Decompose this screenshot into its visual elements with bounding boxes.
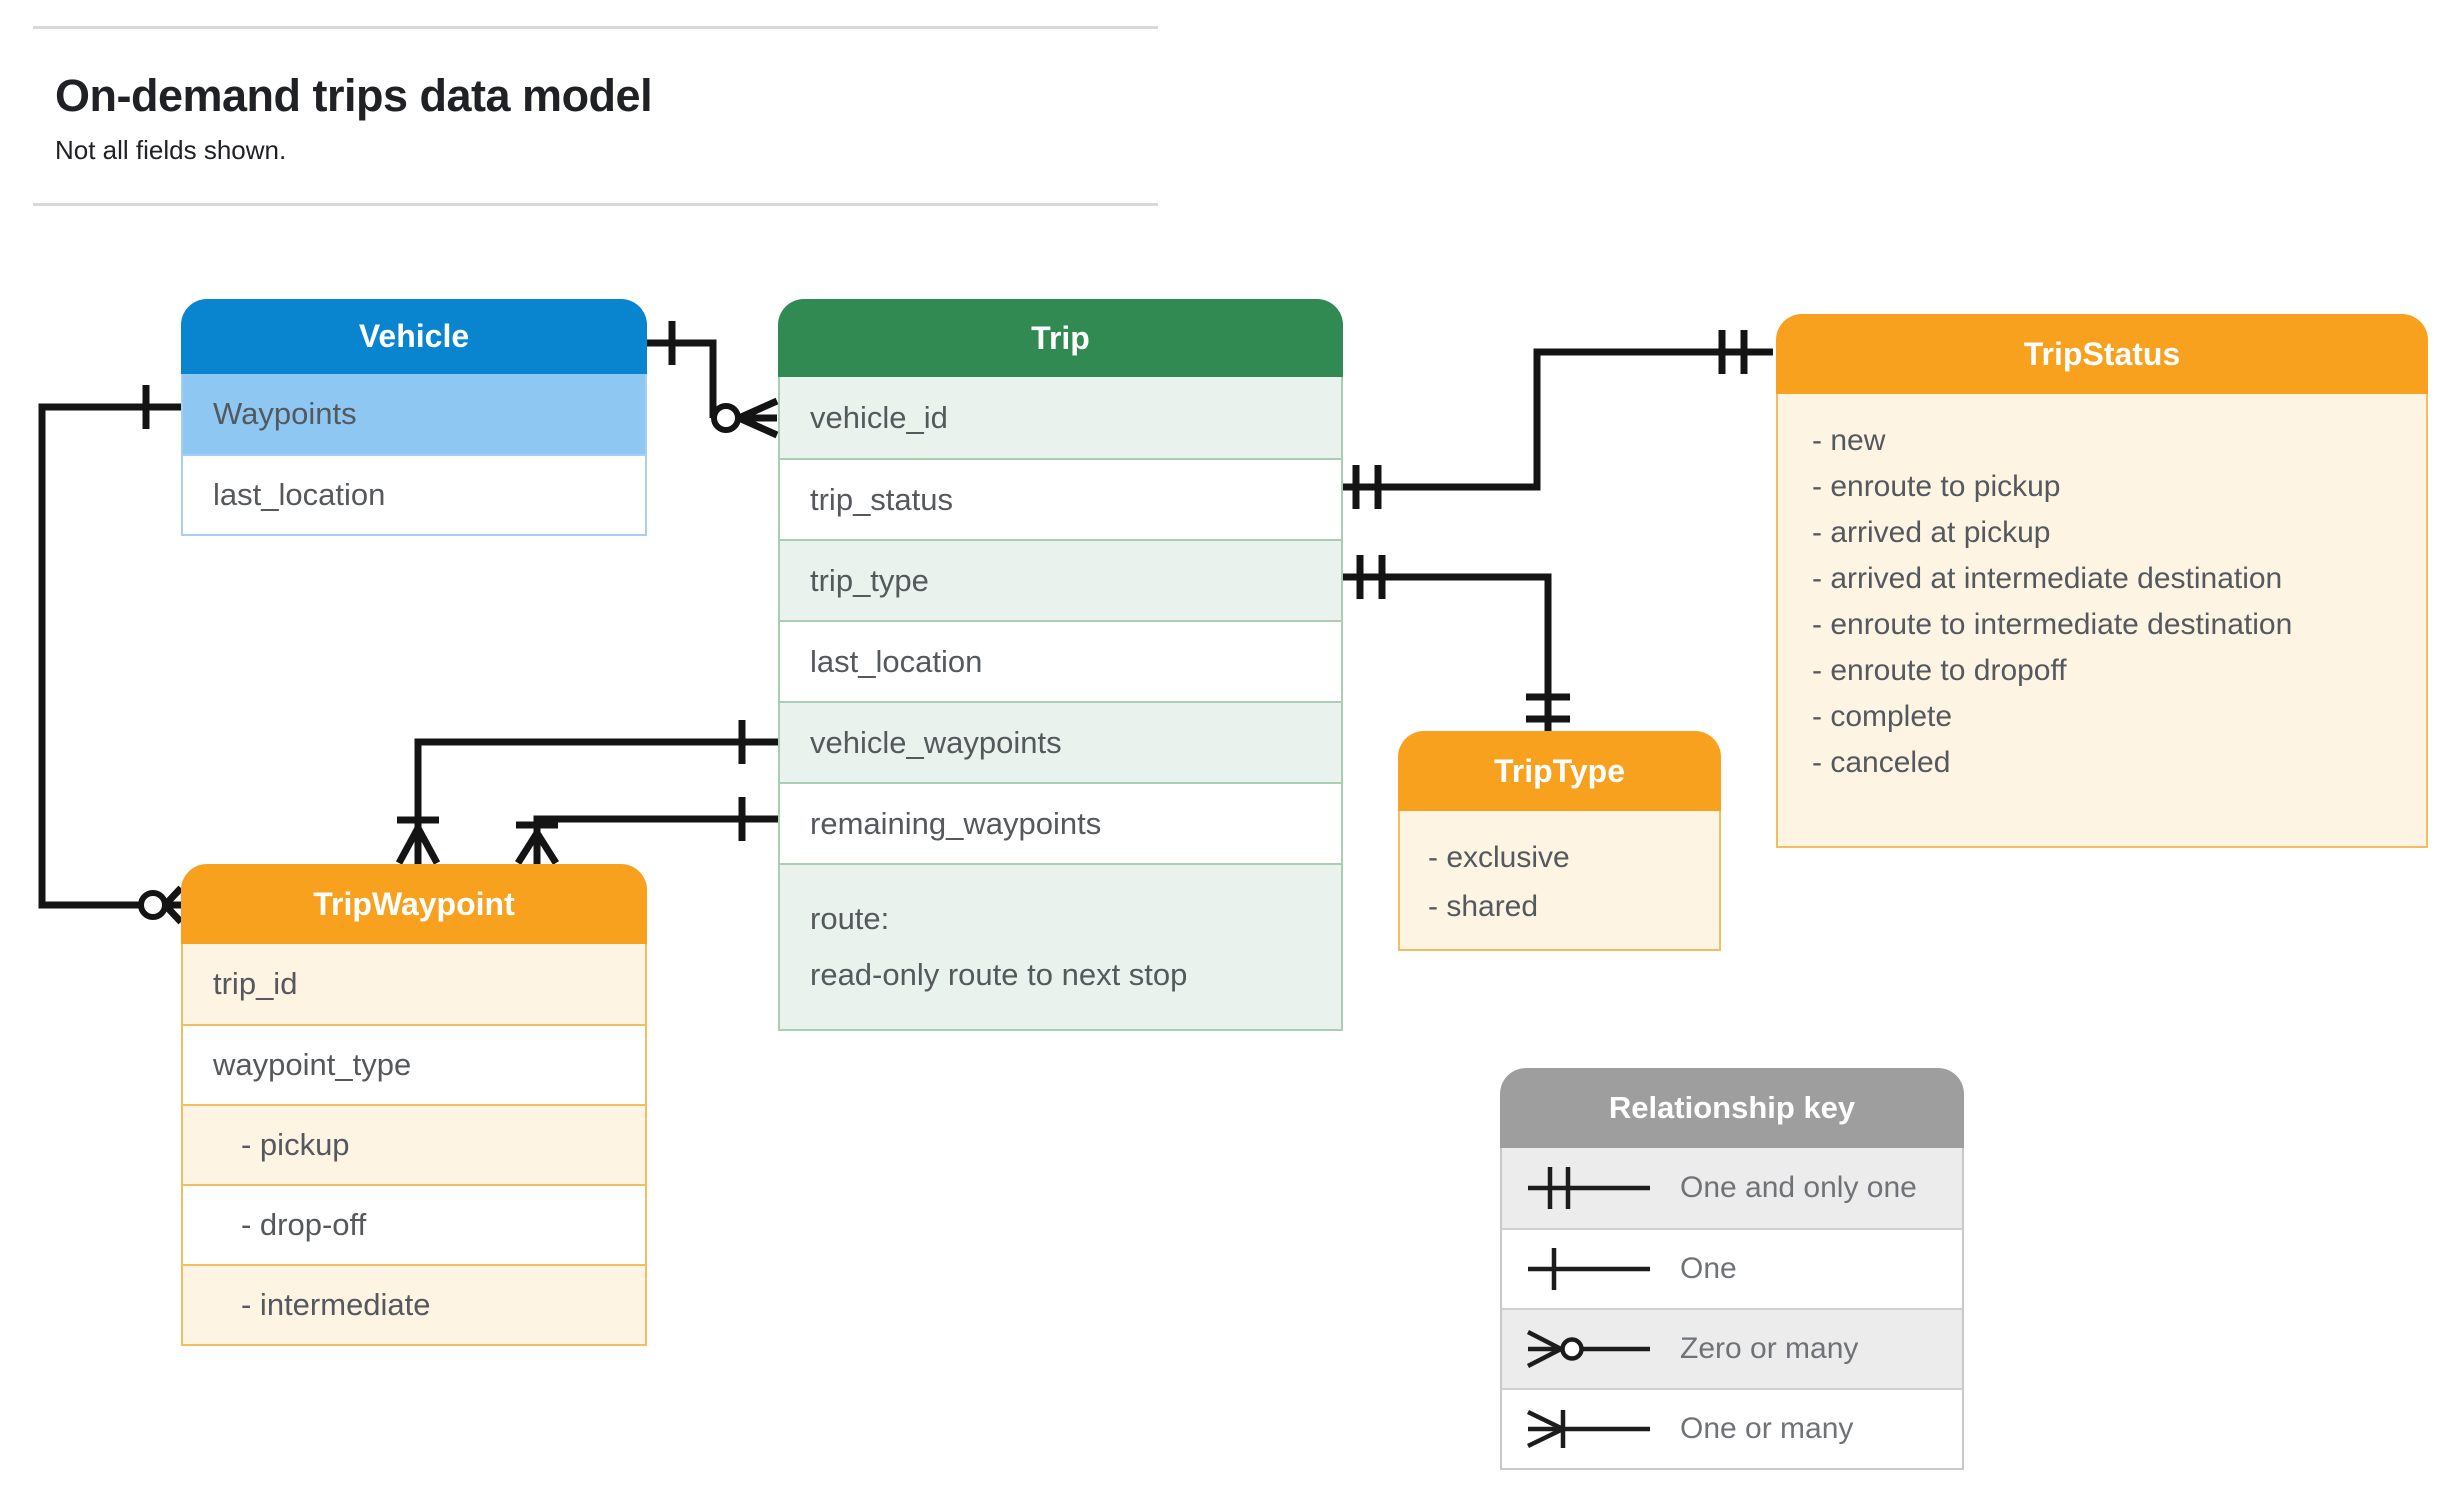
zero-circle-icon (138, 890, 168, 920)
enum-item: - drop-off (183, 1184, 645, 1264)
entity-title: TripStatus (2023, 335, 2181, 372)
legend-row: One and only one (1502, 1148, 1962, 1228)
one-and-only-one-tick-icon (1352, 465, 1382, 509)
entity-header: Trip (778, 299, 1343, 377)
zero-or-many-icon (1524, 1321, 1654, 1377)
entity-header: TripStatus (1776, 314, 2428, 394)
entity-vehicle: Vehicle Waypoints last_location (181, 299, 647, 536)
zero-circle-icon (711, 403, 741, 433)
field-row: trip_id (183, 944, 645, 1024)
field-row: trip_type (780, 539, 1341, 620)
crow-foot-icon (395, 826, 441, 865)
legend-label: One and only one (1680, 1171, 1917, 1204)
connector-trip-remaining-waypoints (515, 797, 778, 865)
legend-label: One (1680, 1252, 1737, 1285)
route-label: route: (810, 901, 890, 936)
field-row: last_location (183, 454, 645, 534)
enum-item: - exclusive (1428, 841, 1570, 874)
enum-item: - arrived at intermediate destination (1812, 562, 2283, 595)
entity-trip: Trip vehicle_id trip_status trip_type la… (778, 299, 1343, 1031)
enum-item: - shared (1428, 890, 1539, 923)
field-row: vehicle_waypoints (780, 701, 1341, 782)
entity-title: TripType (1494, 752, 1625, 789)
connector-trip-triptype (1343, 555, 1570, 731)
field-row: trip_status (780, 458, 1341, 539)
enum-item: - pickup (183, 1104, 645, 1184)
relationship-key: Relationship key One and only one One Ze… (1500, 1068, 1964, 1470)
field-row: vehicle_id (780, 377, 1341, 458)
crow-foot-icon (737, 397, 779, 439)
enum-item: - intermediate (183, 1264, 645, 1344)
legend-label: One or many (1680, 1412, 1854, 1445)
legend-row: One (1502, 1228, 1962, 1308)
entity-header: TripWaypoint (181, 864, 647, 944)
crow-foot-icon (515, 831, 559, 865)
one-and-only-one-tick-icon (1526, 693, 1570, 723)
crow-foot-icon (162, 885, 184, 925)
one-icon (1524, 1241, 1654, 1297)
entity-trip-type: TripType - exclusive - shared (1398, 731, 1721, 951)
entity-trip-status: TripStatus - new - enroute to pickup - a… (1776, 314, 2428, 848)
entity-trip-waypoint: TripWaypoint trip_id waypoint_type - pic… (181, 864, 647, 1346)
one-or-many-icon (1524, 1401, 1654, 1457)
one-and-only-one-tick-icon (1718, 330, 1748, 374)
enum-item: - enroute to intermediate destination (1812, 608, 2293, 641)
entity-title: TripWaypoint (313, 885, 515, 922)
entity-header: TripType (1398, 731, 1721, 811)
enum-item: - new (1812, 424, 1886, 457)
enum-item: - complete (1812, 700, 1953, 733)
one-and-only-one-icon (1524, 1160, 1654, 1216)
legend-row: One or many (1502, 1388, 1962, 1468)
entity-header: Vehicle (181, 299, 647, 374)
connector-trip-vehicle-waypoints (395, 720, 778, 865)
legend-label: Zero or many (1680, 1332, 1859, 1365)
field-row: last_location (780, 620, 1341, 701)
page-title: On-demand trips data model (55, 70, 653, 121)
field-row: remaining_waypoints (780, 782, 1341, 863)
enum-item: - enroute to dropoff (1812, 654, 2067, 687)
field-row: Waypoints (183, 374, 645, 454)
route-description: read-only route to next stop (810, 957, 1188, 992)
page-subtitle: Not all fields shown. (55, 135, 287, 165)
entity-title: Vehicle (358, 318, 470, 354)
field-row: route: read-only route to next stop (780, 863, 1341, 1029)
relationship-key-title: Relationship key (1608, 1090, 1856, 1125)
one-and-only-one-tick-icon (1356, 555, 1386, 599)
entity-title: Trip (1031, 319, 1090, 356)
legend-row: Zero or many (1502, 1308, 1962, 1388)
connector-vehicle-trip (647, 321, 779, 439)
connector-trip-tripstatus (1343, 330, 1773, 509)
enum-item: - arrived at pickup (1812, 516, 2051, 549)
enum-item: - canceled (1812, 746, 1951, 779)
enum-item: - enroute to pickup (1812, 470, 2061, 503)
bottom-divider (33, 203, 1158, 206)
relationship-key-header: Relationship key (1500, 1068, 1964, 1148)
connector-vehicle-tripwaypoint (38, 385, 184, 925)
top-divider (33, 26, 1158, 29)
field-row: waypoint_type (183, 1024, 645, 1104)
